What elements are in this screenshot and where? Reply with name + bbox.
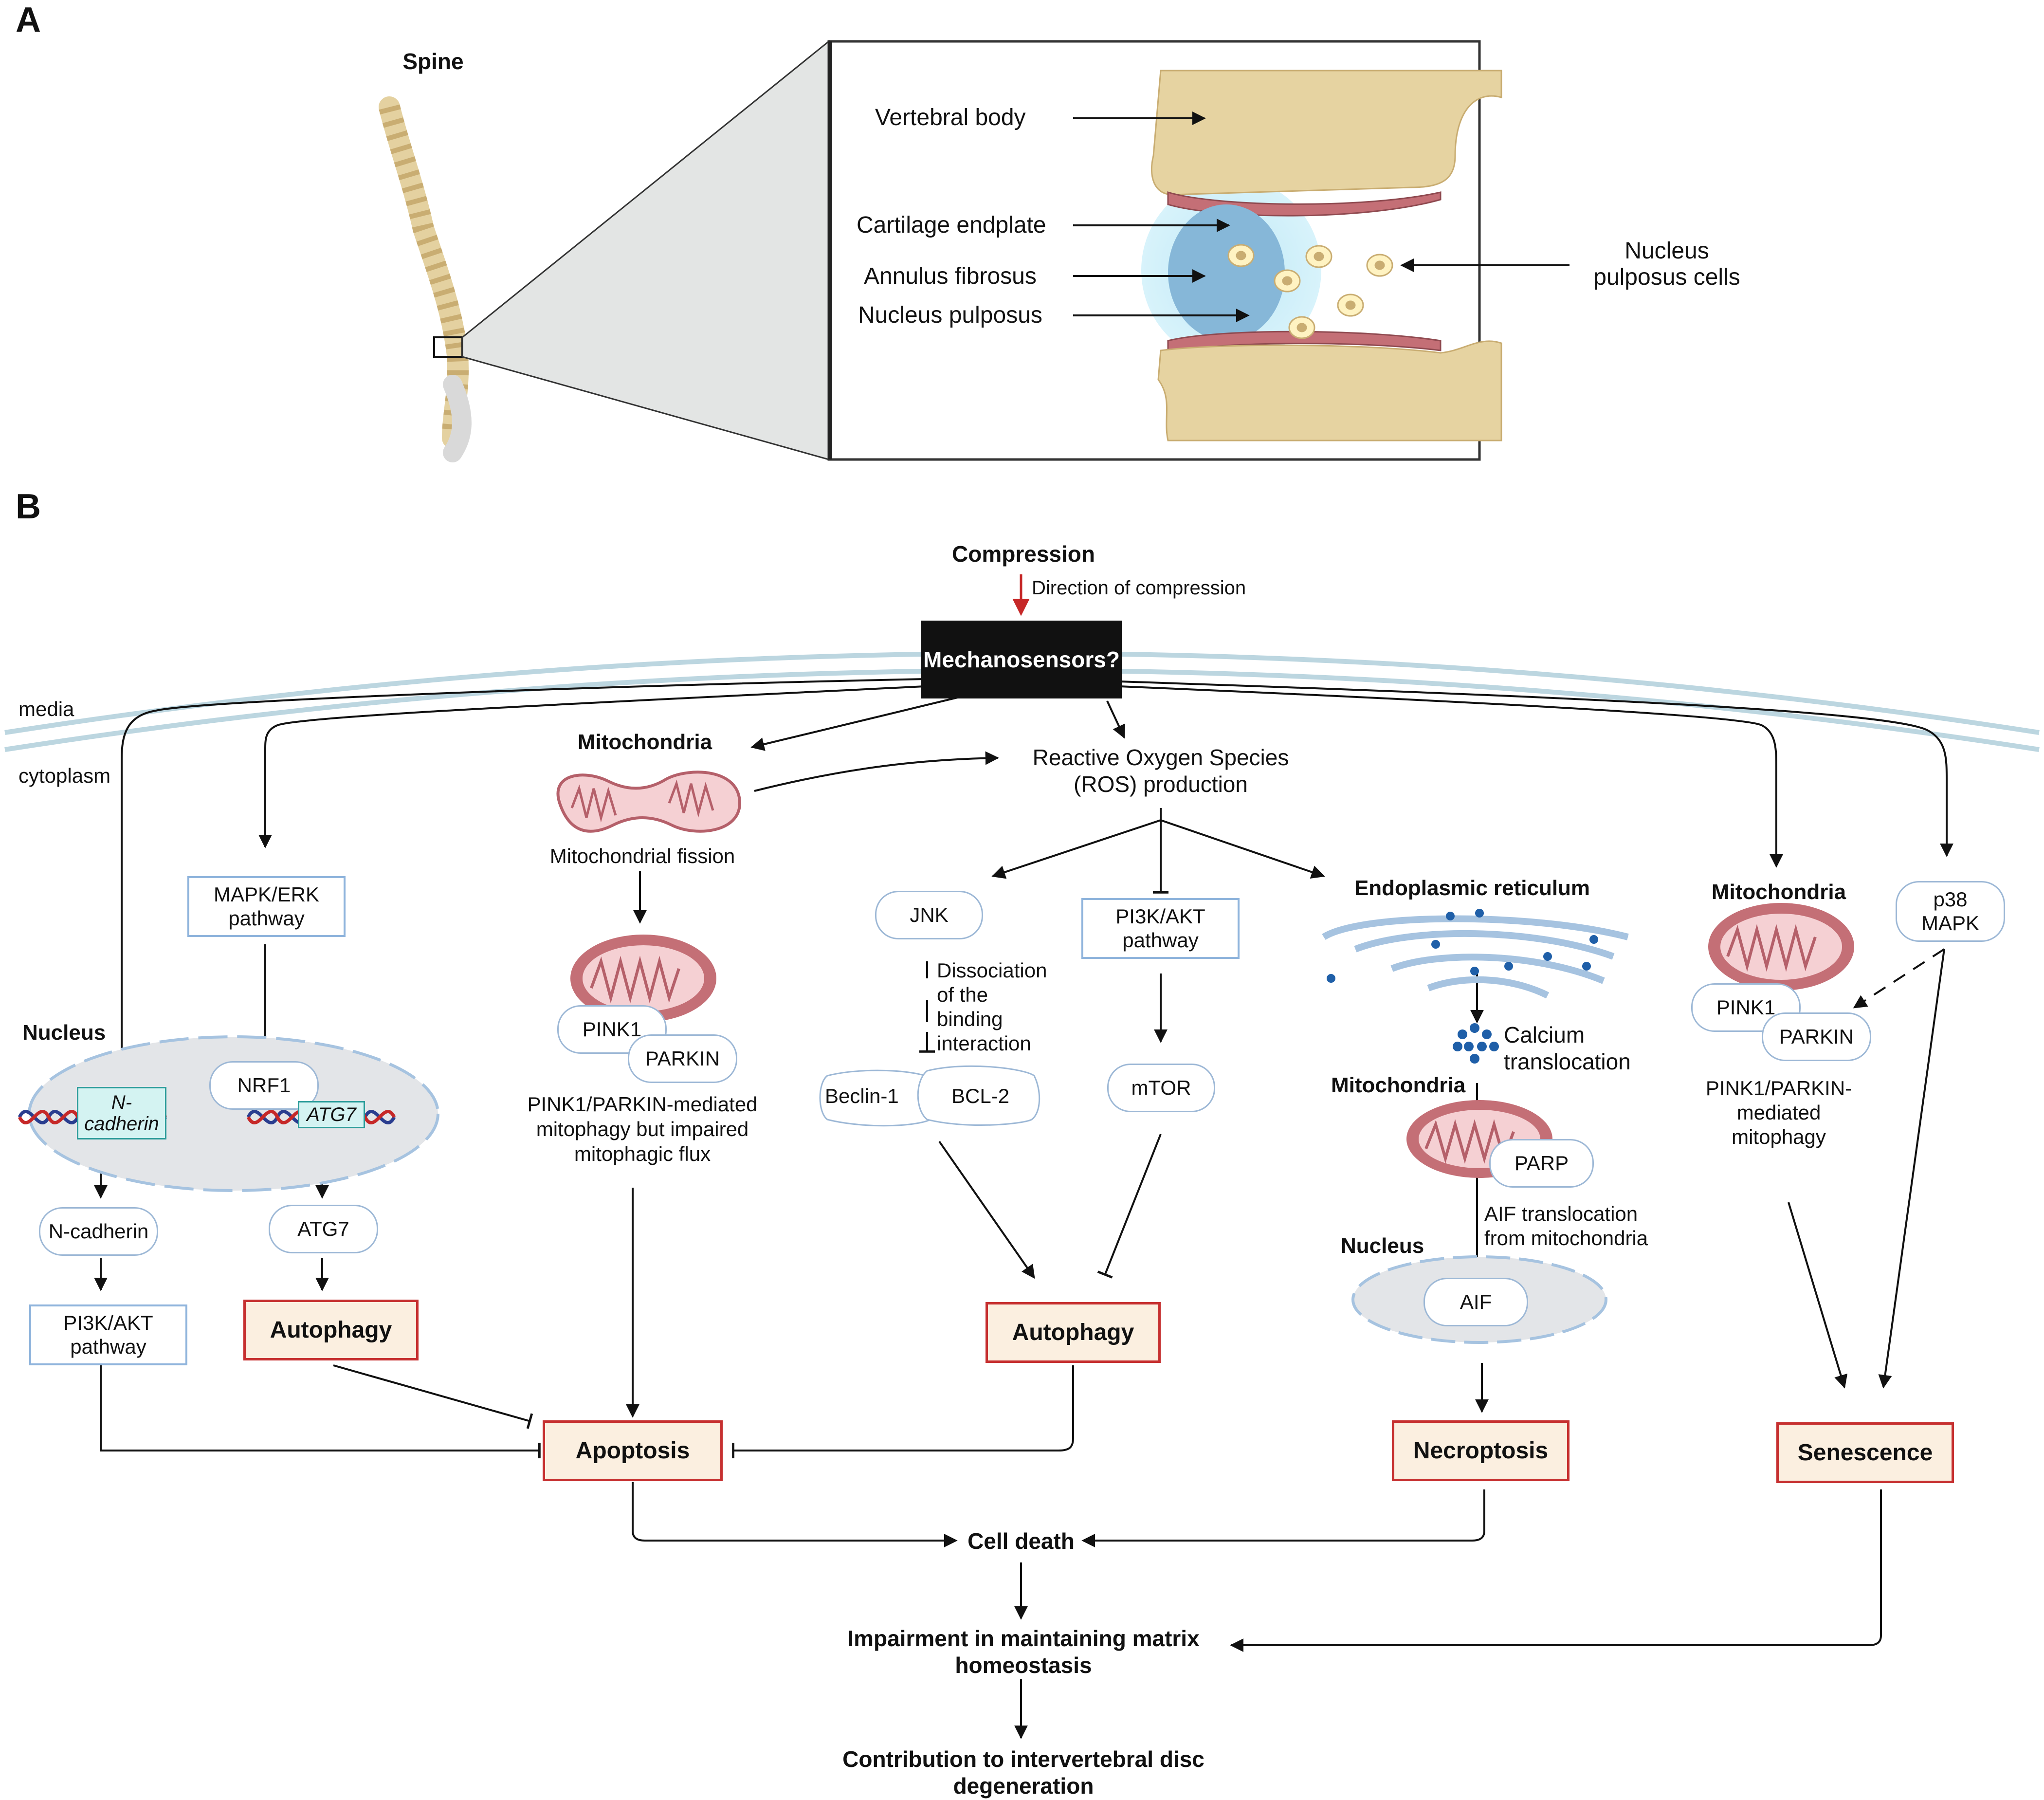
panel-b-label: B	[16, 487, 41, 526]
label-vertebral-body: Vertebral body	[875, 105, 1026, 130]
senescence-box: Senescence	[1776, 1422, 1954, 1483]
media-label: media	[18, 698, 74, 720]
col6-desc-2: mediated	[1736, 1101, 1821, 1124]
ros-label-2: (ROS) production	[1074, 771, 1248, 797]
p38-mapk-pill: p38 MAPK	[1896, 881, 2005, 942]
label-cartilage-endplate: Cartilage endplate	[857, 212, 1046, 238]
diss-2: of the	[937, 983, 988, 1006]
ros-label-1: Reactive Oxygen Species	[1032, 745, 1289, 770]
aif-trans-1: AIF translocation	[1484, 1202, 1638, 1225]
mapk-erk-box: MAPK/ERK pathway	[187, 876, 346, 937]
bcl2-shape	[917, 1065, 1040, 1126]
calcium-1: Calcium	[1504, 1022, 1585, 1047]
bcl2-label: BCL-2	[951, 1084, 1010, 1107]
er-graphic	[1322, 915, 1629, 999]
apoptosis-box: Apoptosis	[543, 1420, 723, 1481]
compression-direction: Direction of compression	[1032, 577, 1246, 599]
autophagy-box-mid: Autophagy	[986, 1302, 1161, 1363]
col3-desc-3: mitophagic flux	[574, 1142, 711, 1165]
parkin-pill-2: PARKIN	[1762, 1012, 1871, 1061]
atg7-gene: ATG7	[298, 1101, 365, 1128]
label-annulus-fibrosus: Annulus fibrosus	[864, 263, 1037, 289]
diss-3: binding	[937, 1008, 1003, 1030]
col6-desc-1: PINK1/PARKIN-	[1705, 1077, 1852, 1100]
calcium-dots	[1327, 909, 1598, 1064]
mitochondria-pink1-graphic	[570, 935, 716, 1022]
mitochondria-col6-graphic	[1708, 903, 1854, 991]
spine-illustration	[379, 96, 472, 462]
diss-4: interaction	[937, 1032, 1031, 1055]
col3-desc-1: PINK1/PARKIN-mediated	[527, 1093, 758, 1116]
panel-a-label: A	[16, 0, 41, 39]
cytoplasm-label: cytoplasm	[18, 764, 111, 787]
col3-desc-2: mitophagy but impaired	[536, 1118, 749, 1140]
mtor-pill: mTOR	[1107, 1064, 1215, 1112]
pi3k-box-mid: PI3K/AKT pathway	[1081, 898, 1240, 959]
necroptosis-box: Necroptosis	[1392, 1420, 1570, 1481]
atg7-pill: ATG7	[269, 1205, 378, 1253]
panel-a-arrows	[1073, 111, 1570, 322]
fission-label: Mitochondrial fission	[549, 845, 735, 867]
n-cadherin-gene-l2: cadherin	[84, 1113, 159, 1135]
mitochondria-label-2: Mitochondria	[1331, 1073, 1466, 1097]
autophagy-box-left: Autophagy	[243, 1300, 419, 1360]
impairment-2: homeostasis	[955, 1653, 1092, 1678]
n-cadherin-pill: N-cadherin	[39, 1207, 158, 1256]
contribution-2: degeneration	[953, 1773, 1094, 1799]
aif-pill: AIF	[1424, 1278, 1528, 1326]
contribution-1: Contribution to intervertebral disc	[842, 1746, 1204, 1772]
mechanosensors-box: Mechanosensors?	[921, 621, 1122, 698]
mitochondria-label-3: Mitochondria	[1711, 880, 1846, 904]
p38-l1: p38	[1933, 888, 1968, 911]
beclin-label: Beclin-1	[825, 1084, 899, 1107]
pi3k-mid-l1: PI3K/AKT	[1115, 905, 1205, 928]
diss-1: Dissociation	[937, 959, 1047, 982]
n-cadherin-gene: N- cadherin	[77, 1087, 166, 1139]
aif-trans-2: from mitochondria	[1484, 1227, 1648, 1249]
pink1-pill-2: PINK1	[1691, 983, 1801, 1032]
cell-death: Cell death	[967, 1528, 1075, 1554]
mitochondria-fission-graphic	[556, 771, 742, 833]
pi3k-left-l1: PI3K/AKT	[63, 1311, 153, 1335]
pi3k-mid-l2: pathway	[1122, 928, 1199, 952]
nucleus-label-left: Nucleus	[22, 1021, 106, 1045]
col6-desc-3: mitophagy	[1732, 1125, 1826, 1148]
mapk-l1: MAPK/ERK	[213, 883, 320, 906]
label-np-cells-2: pulposus cells	[1593, 264, 1740, 290]
p38-l2: MAPK	[1921, 911, 1980, 935]
er-label: Endoplasmic reticulum	[1354, 876, 1590, 900]
label-nucleus-pulposus: Nucleus pulposus	[858, 302, 1042, 328]
pi3k-box-left: PI3K/AKT pathway	[29, 1304, 187, 1365]
pi3k-left-l2: pathway	[70, 1335, 146, 1358]
label-np-cells-1: Nucleus	[1624, 238, 1709, 264]
nucleus-label-right: Nucleus	[1341, 1234, 1424, 1258]
zoom-wedge	[461, 39, 830, 460]
parp-pill: PARP	[1489, 1139, 1594, 1188]
spine-title: Spine	[402, 49, 464, 74]
calcium-2: translocation	[1504, 1049, 1631, 1074]
n-cadherin-gene-l1: N-	[111, 1092, 132, 1113]
impairment-1: Impairment in maintaining matrix	[847, 1626, 1200, 1651]
parkin-pill-1: PARKIN	[628, 1034, 737, 1083]
jnk-pill: JNK	[875, 891, 983, 939]
mapk-l2: pathway	[228, 906, 305, 930]
pathway-connectors	[94, 678, 1953, 1739]
compression-title: Compression	[952, 541, 1095, 567]
mitochondria-label-1: Mitochondria	[577, 730, 712, 754]
